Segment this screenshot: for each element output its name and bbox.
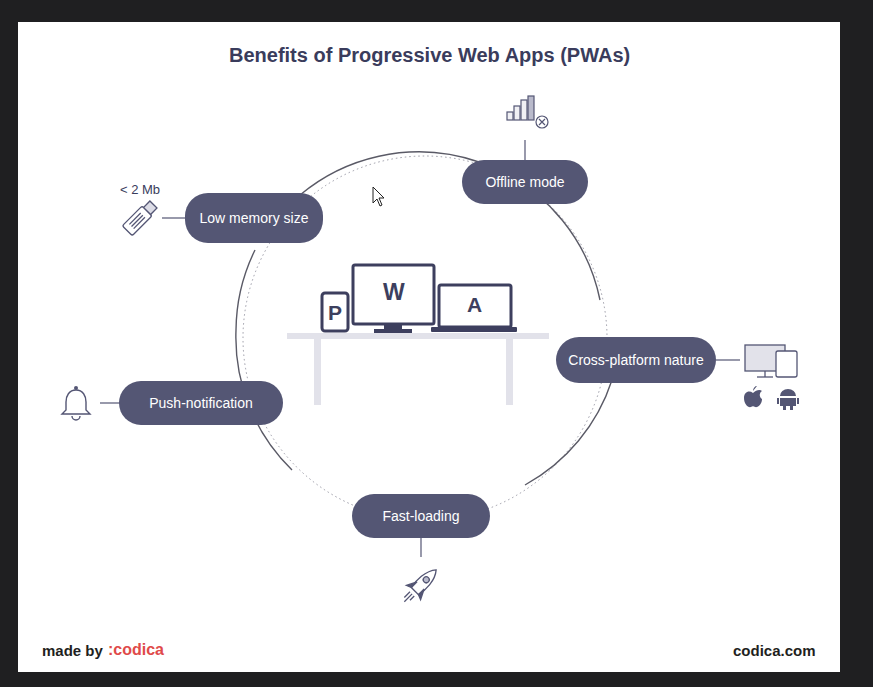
device-letter: W [383, 279, 405, 306]
benefit-label: Cross-platform nature [568, 351, 703, 370]
brand-name: :codica [108, 641, 164, 659]
benefit-pill: Cross-platform nature [556, 337, 716, 383]
benefit-pill: Offline mode [462, 160, 588, 204]
footer-text: made by [42, 642, 103, 659]
device-letter: A [467, 293, 482, 317]
size-note: < 2 Mb [120, 182, 160, 197]
title: Benefits of Progressive Web Apps (PWAs) [229, 44, 630, 67]
benefit-pill: Fast-loading [352, 494, 490, 538]
device-letter: P [328, 301, 342, 325]
benefit-pill: Push-notification [119, 381, 283, 425]
benefit-pill: Low memory size [185, 193, 323, 243]
benefit-label: Offline mode [485, 173, 564, 192]
benefit-label: Push-notification [149, 394, 253, 413]
benefit-label: Low memory size [200, 209, 309, 228]
benefit-label: Fast-loading [382, 507, 459, 526]
footer-url: codica.com [733, 642, 816, 659]
